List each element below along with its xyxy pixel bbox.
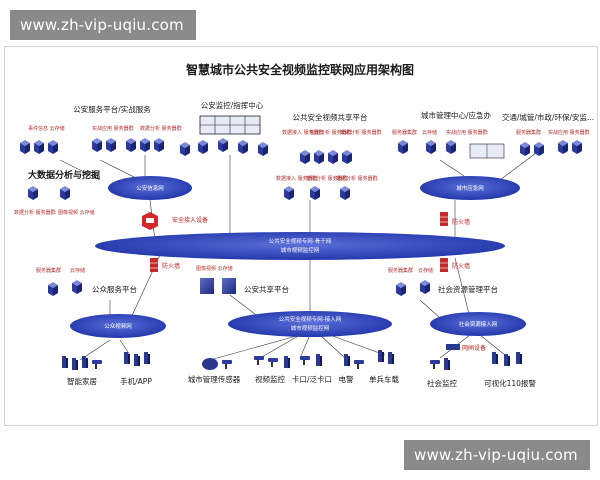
gongan-net-label: 公安信息网 — [136, 184, 164, 192]
label-smart-analysis-2: 智能分析 服务器群 — [306, 175, 348, 182]
endpoint-visual-110: 可视化110报警 — [484, 378, 536, 388]
group-gongan-service: 公安服务平台/实战服务 — [73, 104, 151, 114]
gongan-net-cloud — [108, 176, 192, 200]
big-data-servers — [28, 186, 70, 200]
social-net-cloud — [430, 312, 526, 336]
label-data-analysis-3: 数据分析 服务器群 — [340, 129, 382, 136]
endpoint-mobile-app: 手机/APP — [120, 376, 152, 386]
gongan-service-servers — [20, 138, 164, 154]
endpoint-police: 电警 — [339, 374, 354, 384]
backbone-label-2: 城市视频监控网 — [281, 246, 320, 254]
label-event-storage: 事件信息 云存储 — [28, 125, 65, 132]
group-public-service: 公众服务平台 — [92, 284, 137, 294]
city-net-cloud — [420, 176, 520, 200]
security-boundary-device — [142, 212, 158, 230]
endpoint-social-monitor: 社会监控 — [427, 378, 457, 388]
label-server-cluster-2: 服务器集群 — [516, 129, 541, 136]
firewall-label-3: 防火墙 — [452, 262, 470, 270]
label-data-access-2: 数据接入 服务器群 — [276, 175, 318, 182]
label-data-analysis-4: 数据分析 服务器群 — [336, 175, 378, 182]
access-net-cloud — [228, 311, 392, 337]
label-public-cloud-storage: 云存储 — [70, 267, 85, 274]
label-actual-combat-2: 实战应用 服务器群 — [446, 129, 488, 136]
access-label-1: 公共安全视频专网-接入网 — [279, 315, 342, 323]
label-smart-analysis: 智能分析 服务器群 — [310, 129, 352, 136]
access-label-2: 城市视频监控网 — [291, 324, 330, 332]
label-public-server-cluster: 服务器集群 — [36, 267, 61, 274]
endpoint-smart-home: 智能家居 — [67, 376, 97, 386]
label-data-analysis-2: 数据分析 服务器群 — [14, 209, 56, 216]
group-public-video-share: 公共安全视频共享平台 — [293, 112, 368, 122]
public-net-label: 公众视频网 — [104, 322, 132, 330]
diagram-title: 智慧城市公共安全视频监控联网应用架构图 — [185, 62, 414, 77]
endpoint-single-soldier: 单兵车载 — [369, 374, 399, 384]
video-share-servers — [284, 150, 352, 200]
security-boundary-label: 安全接入设备 — [172, 216, 208, 224]
group-city-mgmt: 城市管理中心/应急办 — [421, 110, 492, 120]
endpoint-city-sensor: 城市管理传感器 — [188, 374, 241, 384]
public-net-cloud — [70, 314, 166, 338]
firewall-icon-2 — [150, 258, 158, 272]
firewall-label-1: 防火墙 — [452, 218, 470, 226]
label-social-cloud-storage: 云存储 — [418, 267, 433, 274]
label-data-access: 数据接入 服务器群 — [282, 129, 324, 136]
label-actual-combat-3: 实战应用 服务器群 — [548, 129, 590, 136]
label-share-video-storage: 图像视频 云存储 — [196, 265, 233, 272]
group-social-resource: 社会资源管理平台 — [438, 284, 498, 294]
public-service-servers — [48, 280, 82, 296]
endpoint-video-monitor: 视频监控 — [255, 374, 285, 384]
traffic-servers — [520, 140, 582, 156]
label-cloud-storage-1: 云存储 — [422, 129, 437, 136]
endpoint-devices — [62, 350, 522, 370]
group-traffic: 交通/城管/市政/环保/安监... — [502, 112, 594, 122]
social-net-label: 社会资源接入网 — [459, 320, 498, 328]
firewall-icon-3 — [440, 258, 448, 272]
backbone-cloud — [95, 232, 505, 260]
firewall-label-2: 防火墙 — [162, 262, 180, 270]
label-social-server-cluster: 服务器集群 — [388, 267, 413, 274]
command-center-screens — [180, 115, 268, 156]
group-gongan-share: 公安共享平台 — [244, 284, 289, 294]
gongan-share-servers — [200, 278, 236, 294]
label-server-cluster-1: 服务器集群 — [392, 129, 417, 136]
city-mgmt-servers — [398, 140, 505, 159]
watermark-top: www.zh-vip-uqiu.com — [10, 10, 196, 40]
endpoint-checkpoint: 卡口/泛卡口 — [292, 374, 332, 384]
firewall-icon — [440, 212, 448, 226]
watermark-bottom: www.zh-vip-uqiu.com — [404, 440, 590, 470]
big-data-label: 大数据分析与挖掘 — [28, 169, 100, 181]
gateway-label: 网闸设备 — [462, 344, 486, 352]
backbone-label-1: 公共安全视频专网-骨干网 — [269, 237, 332, 245]
group-gongan-monitor: 公安监控/指挥中心 — [201, 100, 264, 110]
social-resource-servers — [396, 280, 430, 296]
label-actual-combat: 实战应用 服务器群 — [92, 125, 134, 132]
label-video-storage: 图像视频 云存储 — [58, 209, 95, 216]
city-net-label: 城市应急网 — [456, 184, 484, 192]
gateway-device — [446, 344, 460, 350]
label-data-analysis-1: 数据分析 服务器群 — [140, 125, 182, 132]
